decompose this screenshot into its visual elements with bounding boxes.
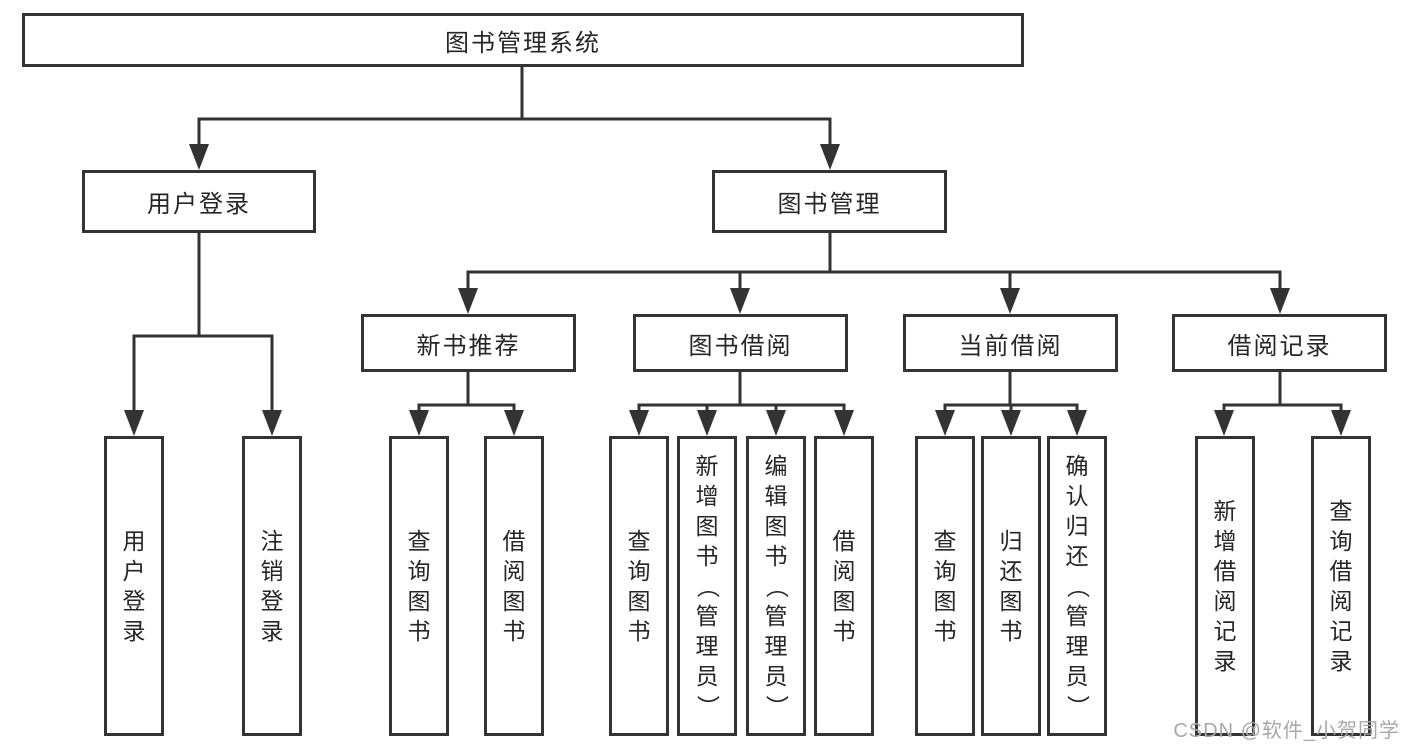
- node-borrowing-records: 借阅记录: [1172, 314, 1387, 372]
- leaf-borrowing-edit-book-admin: 编辑图书（管理员）: [746, 436, 806, 736]
- leaf-borrowing-query-book: 查询图书: [609, 436, 669, 736]
- leaf-borrowing-borrow-book: 借阅图书: [814, 436, 874, 736]
- csdn-watermark: CSDN @软件_小贺同学: [1173, 720, 1400, 742]
- node-book-borrowing: 图书借阅: [633, 314, 848, 372]
- leaf-current-query-book: 查询图书: [915, 436, 975, 736]
- leaf-borrowing-add-book-admin: 新增图书（管理员）: [677, 436, 737, 736]
- node-book-management: 图书管理: [712, 170, 947, 233]
- leaf-logout: 注销登录: [242, 436, 302, 736]
- node-current-borrowing: 当前借阅: [903, 314, 1118, 372]
- leaf-user-login: 用户登录: [104, 436, 164, 736]
- leaf-records-add-record: 新增借阅记录: [1195, 436, 1255, 736]
- leaf-recommend-query-book: 查询图书: [389, 436, 449, 736]
- leaf-records-query-record: 查询借阅记录: [1311, 436, 1371, 736]
- leaf-recommend-borrow-book: 借阅图书: [484, 436, 544, 736]
- node-root-library-system: 图书管理系统: [22, 13, 1024, 67]
- leaf-current-confirm-return-admin: 确认归还（管理员）: [1047, 436, 1107, 736]
- node-user-login: 用户登录: [82, 170, 316, 233]
- leaf-current-return-book: 归还图书: [981, 436, 1041, 736]
- node-new-book-recommend: 新书推荐: [361, 314, 576, 372]
